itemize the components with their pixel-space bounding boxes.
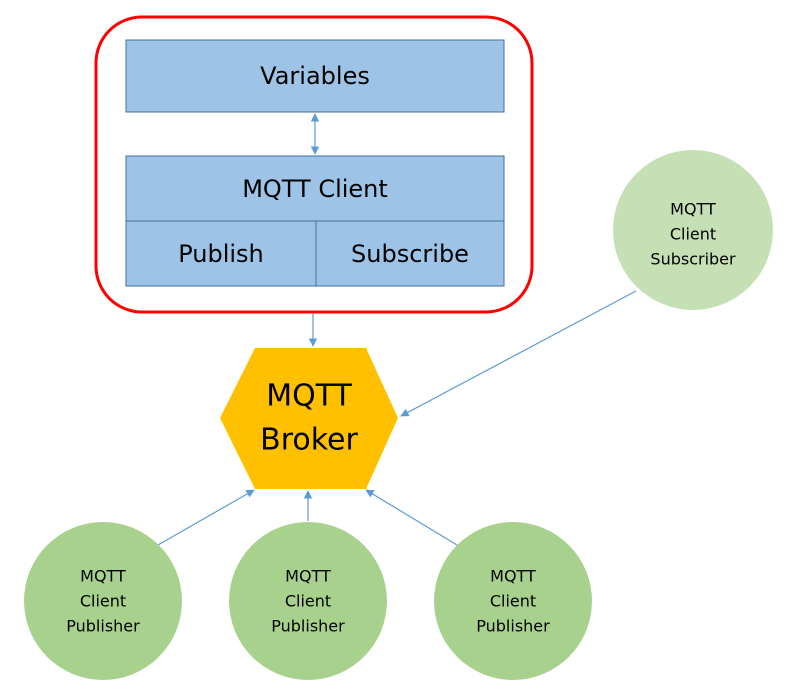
publisher-3-label-line3: Publisher: [476, 617, 550, 636]
subscribe-cell[interactable]: Subscribe: [351, 240, 469, 268]
publisher-3-label-line2: Client: [490, 592, 536, 611]
mqtt-client-label: MQTT Client: [242, 175, 388, 203]
publish-label: Publish: [178, 240, 264, 268]
variables-label: Variables: [260, 62, 370, 90]
publish-cell[interactable]: Publish: [178, 240, 264, 268]
mqtt-client-box[interactable]: MQTT Client: [125, 155, 505, 287]
mqtt-client-subscriber[interactable]: MQTT Client Subscriber: [613, 150, 773, 310]
mqtt-client-publisher-1[interactable]: MQTT Client Publisher: [24, 522, 182, 680]
publisher-1-broker-connector: [157, 489, 255, 546]
publisher-2-label-line1: MQTT: [285, 567, 331, 586]
variables-box[interactable]: Variables: [125, 39, 505, 113]
broker-label-line2: Broker: [260, 423, 358, 458]
mqtt-broker[interactable]: MQTT Broker: [220, 348, 398, 489]
publisher-3-broker-connector: [365, 489, 458, 546]
publisher-1-label-line2: Client: [80, 592, 126, 611]
mqtt-client-publisher-2[interactable]: MQTT Client Publisher: [229, 522, 387, 680]
subscriber-broker-connector: [400, 290, 637, 417]
mqtt-client-publisher-3[interactable]: MQTT Client Publisher: [434, 522, 592, 680]
publisher-1-label-line1: MQTT: [80, 567, 126, 586]
subscriber-label-line1: MQTT: [670, 200, 716, 219]
publisher-2-label-line2: Client: [285, 592, 331, 611]
client-group-container: [94, 15, 534, 314]
broker-label-line1: MQTT: [266, 379, 352, 414]
publisher-2-label-line3: Publisher: [271, 617, 345, 636]
publisher-1-label-line3: Publisher: [66, 617, 140, 636]
publisher-3-label-line1: MQTT: [490, 567, 536, 586]
subscriber-label-line2: Client: [670, 225, 716, 244]
subscriber-label-line3: Subscriber: [650, 250, 736, 269]
subscribe-label: Subscribe: [351, 240, 469, 268]
